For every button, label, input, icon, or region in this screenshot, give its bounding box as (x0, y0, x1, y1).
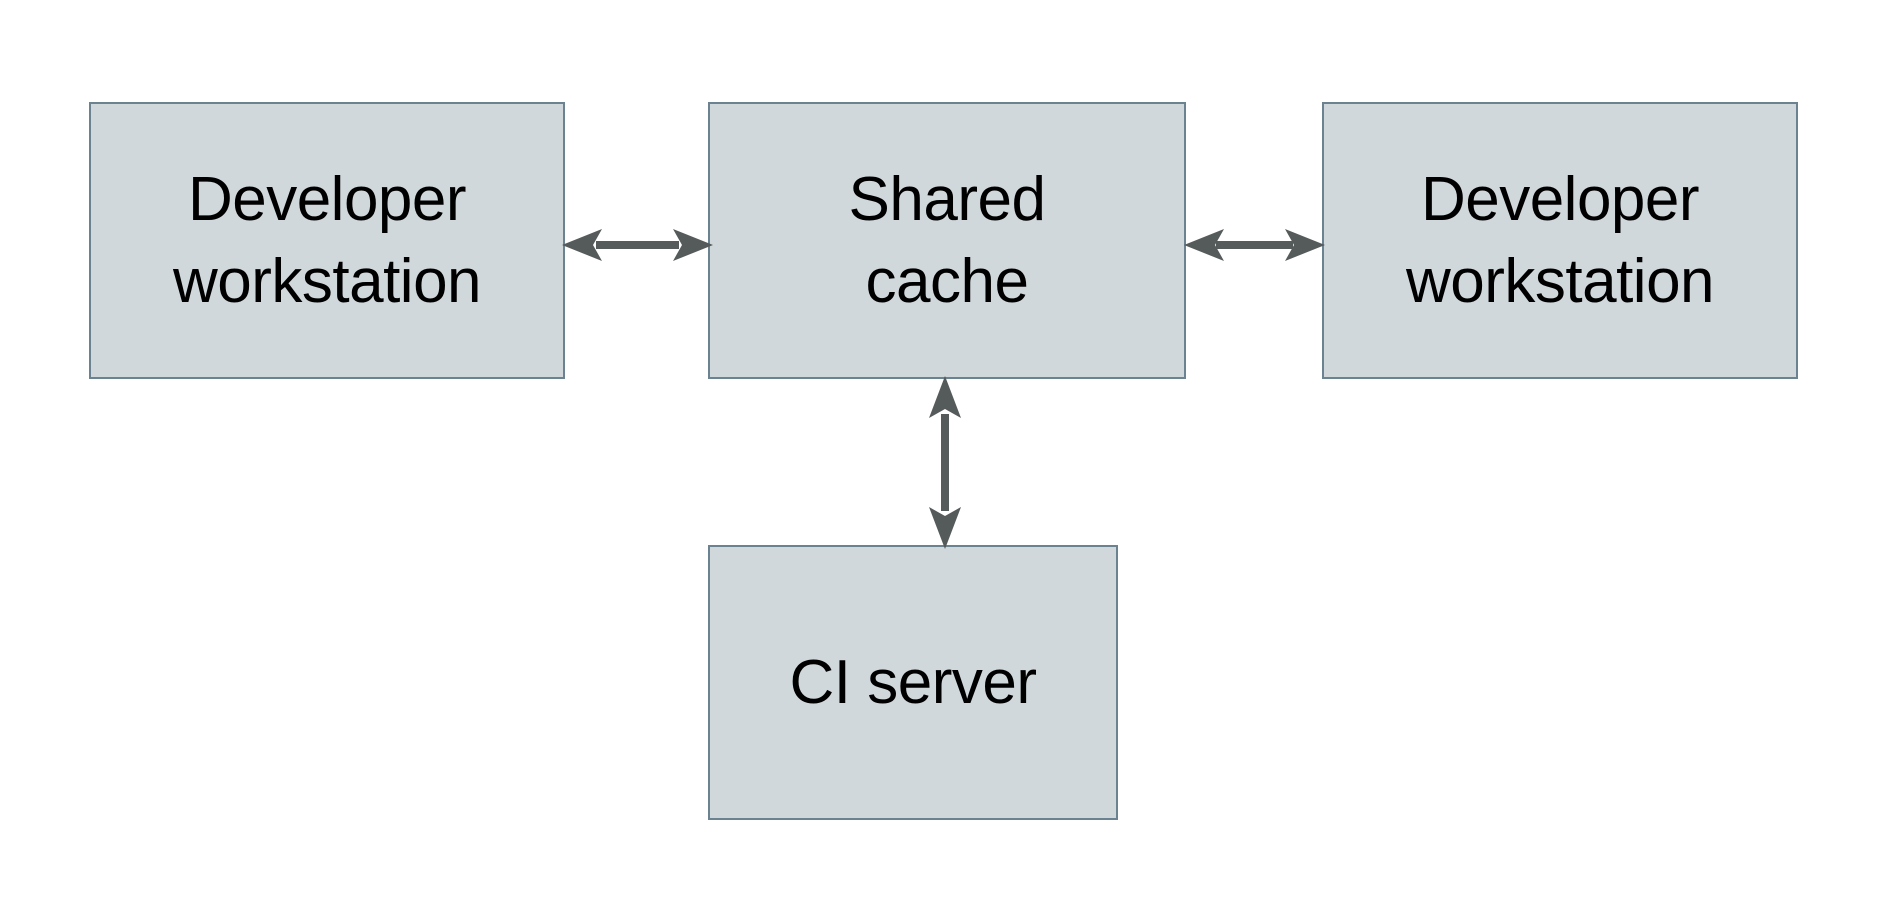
node-label: Developer workstation (172, 164, 482, 316)
node-developer-workstation-right[interactable]: Developer workstation (1322, 102, 1798, 379)
node-shared-cache[interactable]: Shared cache (708, 102, 1186, 379)
node-label: CI server (789, 647, 1037, 717)
arrowhead-right-icon (673, 229, 713, 261)
edge-line (1216, 241, 1293, 249)
node-ci-server[interactable]: CI server (708, 545, 1118, 820)
arrowhead-left-icon (562, 229, 602, 261)
edge-shared-cache-to-developer-right (1184, 229, 1325, 261)
arrowhead-down-icon (929, 507, 961, 549)
edge-line (941, 414, 949, 511)
arrowhead-right-icon (1285, 229, 1325, 261)
edge-line (596, 241, 679, 249)
node-label: Shared cache (848, 164, 1046, 316)
edge-developer-left-to-shared-cache (562, 229, 713, 261)
node-developer-workstation-left[interactable]: Developer workstation (89, 102, 565, 379)
arrowhead-left-icon (1184, 229, 1224, 261)
arrowhead-up-icon (929, 376, 961, 418)
node-label: Developer workstation (1405, 164, 1715, 316)
edge-shared-cache-to-ci-server (929, 376, 961, 549)
